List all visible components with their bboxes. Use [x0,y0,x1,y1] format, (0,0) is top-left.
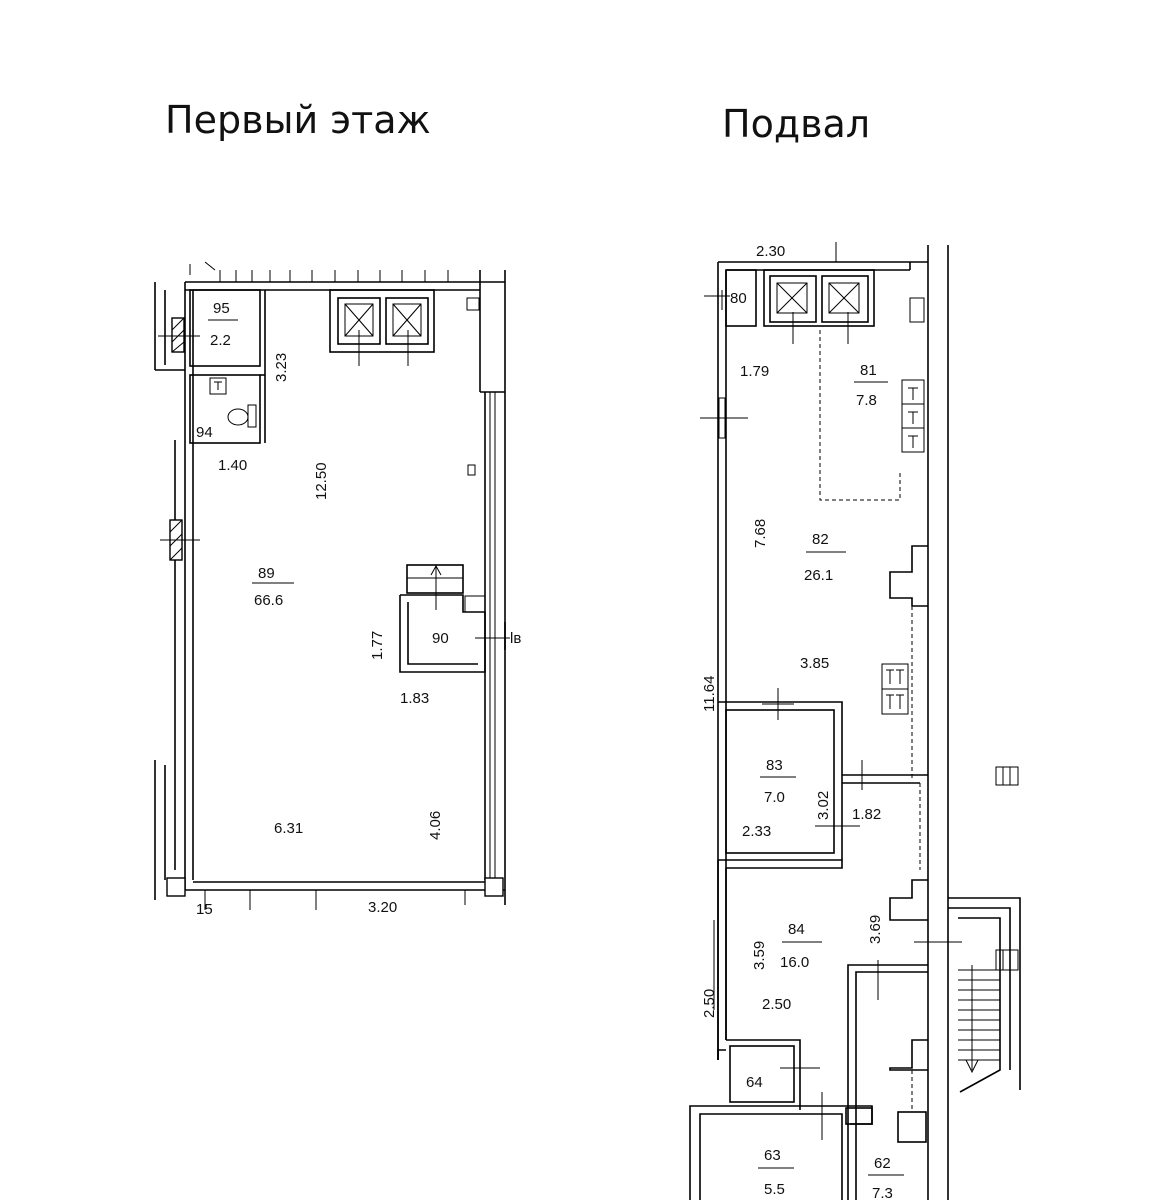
dim-3-23: 3.23 [273,353,290,382]
room-84-area: 16.0 [780,954,809,971]
dim-3-02: 3.02 [815,791,832,820]
dim-4-06: 4.06 [427,811,444,840]
dim-2-50-horizontal: 2.50 [762,996,791,1013]
room-81-number: 81 [860,362,877,379]
dim-1-79: 1.79 [740,363,769,380]
dim-2-50-vertical: 2.50 [701,989,718,1018]
room-62-number: 62 [874,1155,891,1172]
room-62-area: 7.3 [872,1185,893,1200]
room-94-number: 94 [196,424,213,441]
dim-11-64: 11.64 [701,676,718,712]
dim-12-50: 12.50 [313,462,330,500]
dim-2-33: 2.33 [742,823,771,840]
dim-1-40: 1.40 [218,457,247,474]
basement-plan [689,242,1021,1200]
dim-1-83: 1.83 [400,690,429,707]
dim-3-59: 3.59 [751,941,768,970]
first-floor-title: Первый этаж [165,98,431,142]
dim-15: 15 [196,901,213,918]
room-63-number: 63 [764,1147,781,1164]
room-82-number: 82 [812,531,829,548]
dim-3-69: 3.69 [867,915,884,944]
basement-title: Подвал [722,102,871,146]
first-floor-labels: 95 2.2 94 89 66.6 90 lв 3.23 1.40 12.50 … [196,300,521,918]
room-63-area: 5.5 [764,1181,785,1198]
room-81-area: 7.8 [856,392,877,409]
room-90-number: 90 [432,630,449,647]
dim-6-31: 6.31 [274,820,303,837]
dim-3-85: 3.85 [800,655,829,672]
room-84-number: 84 [788,921,805,938]
basement-labels: 2.30 80 1.79 81 7.8 7.68 82 26.1 3.85 11… [701,243,904,1200]
first-floor-plan [154,261,510,910]
room-83-area: 7.0 [764,789,785,806]
room-80-number: 80 [730,290,747,307]
dim-1-77: 1.77 [369,631,386,660]
room-82-area: 26.1 [804,567,833,584]
room-83-number: 83 [766,757,783,774]
dim-7-68: 7.68 [752,519,769,548]
dim-3-20: 3.20 [368,899,397,916]
room-64-number: 64 [746,1074,763,1091]
dim-1-82: 1.82 [852,806,881,823]
dim-2-30: 2.30 [756,243,785,260]
room-89-area: 66.6 [254,592,283,609]
room-89-number: 89 [258,565,275,582]
entrance-label: lв [510,630,521,647]
room-95-number: 95 [213,300,230,317]
room-95-area: 2.2 [210,332,231,349]
